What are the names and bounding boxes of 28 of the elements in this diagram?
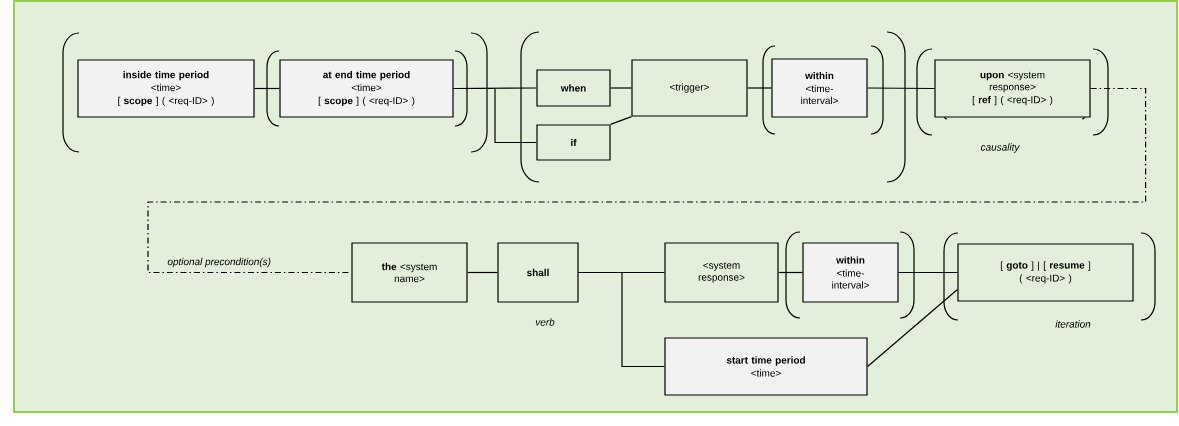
- process-box: the <system name>: [351, 242, 468, 303]
- connector-line: [747, 87, 772, 89]
- connector-line: [867, 87, 935, 90]
- process-box: within <time-interval>: [802, 242, 899, 303]
- connector-line: [467, 271, 498, 274]
- process-box: within <time-interval>: [771, 58, 868, 118]
- process-box: if: [536, 124, 611, 161]
- connector-line: [898, 271, 958, 274]
- process-box: inside time period <time> [ scope ] ( <req-ID> ): [77, 59, 255, 118]
- connector-line: [254, 87, 280, 90]
- process-box: when: [536, 69, 611, 107]
- caption-text: iteration: [1055, 320, 1091, 328]
- caption-text: causality: [980, 143, 1020, 153]
- connector-line: [778, 271, 803, 274]
- process-box: <trigger>: [631, 59, 748, 117]
- process-box: at end time period <time> [ scope ] ( <req-ID> ): [279, 59, 454, 118]
- connector-line: [610, 116, 632, 125]
- process-box: upon <system response> [ ref ] ( <req-ID> ): [934, 59, 1091, 118]
- caption-text: verb: [535, 318, 555, 326]
- connector-line: [610, 87, 632, 89]
- process-box: [ goto ] | [ resume ] ( <req-ID> ): [957, 243, 1134, 302]
- process-box: shall: [497, 242, 579, 303]
- process-box: start time period <time>: [664, 337, 868, 396]
- connector-line: [578, 271, 665, 368]
- connector-line: [453, 87, 537, 144]
- connector-line: [867, 288, 958, 368]
- connector-line: [147, 87, 1147, 274]
- process-box: <system response>: [664, 242, 779, 303]
